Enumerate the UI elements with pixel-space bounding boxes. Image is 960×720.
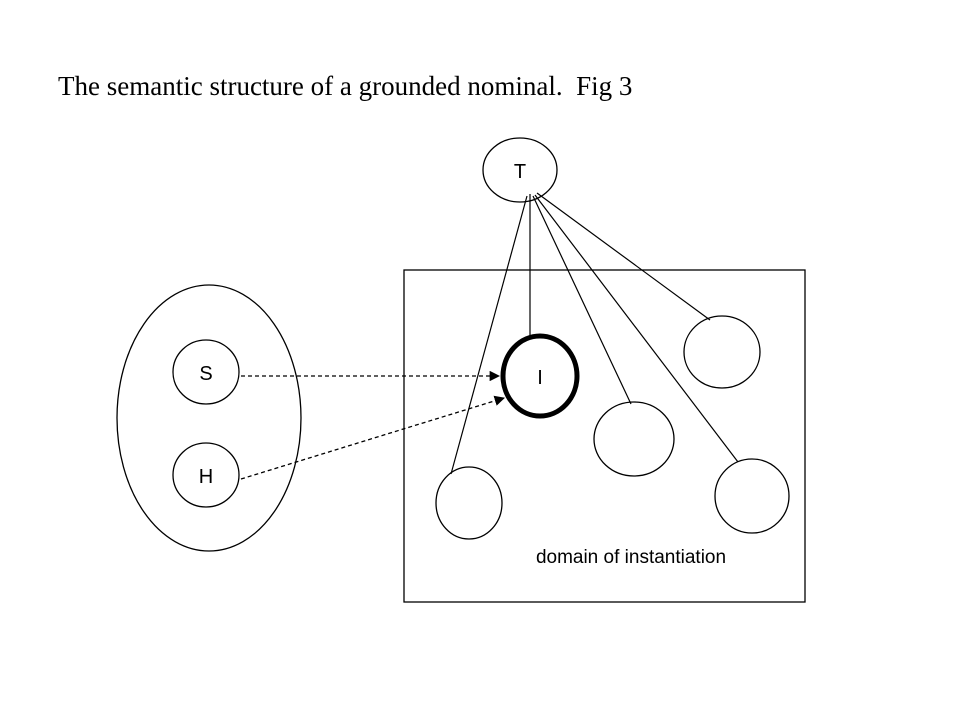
instance-node-bottom-right: [714, 458, 790, 534]
instance-node-top-right: [683, 315, 761, 389]
type-node-label: T: [514, 161, 526, 183]
type-node: [482, 137, 558, 203]
domain-box: [403, 269, 806, 603]
instance-node-middle: [593, 401, 675, 477]
speaker-label: S: [199, 363, 212, 385]
hearer-node: [172, 442, 240, 508]
speaker-node: [172, 339, 240, 405]
grounded-instance-label: I: [537, 367, 543, 389]
ground-ellipse: [116, 284, 302, 552]
domain-label: domain of instantiation: [536, 547, 726, 568]
hearer-grounding-arrow: [240, 395, 505, 480]
hearer-label: H: [199, 466, 213, 488]
slide-title: The semantic structure of a grounded nom…: [58, 71, 633, 101]
grounded-instance-node: [500, 333, 580, 419]
type-link-instance-top-right: [536, 192, 711, 321]
instance-node-bottom-left: [435, 466, 503, 540]
type-link-instance-bottom-left: [450, 195, 528, 475]
type-link-instance-middle: [532, 195, 632, 405]
type-link-instance-bottom-right: [534, 194, 739, 463]
